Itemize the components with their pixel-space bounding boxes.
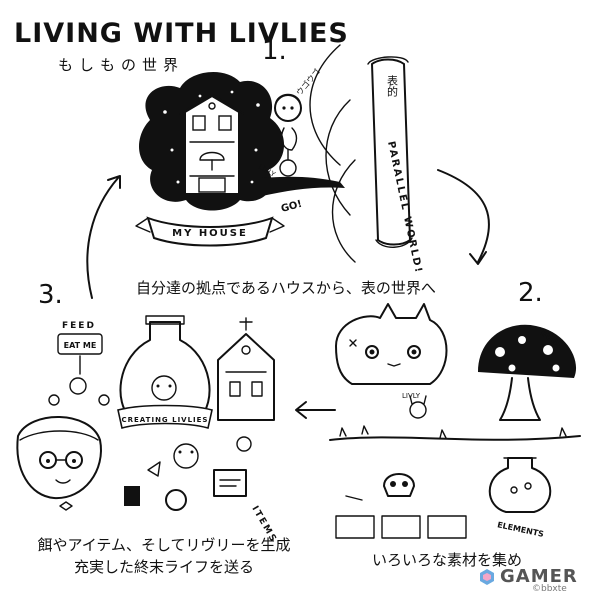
step-3-caption-line-1: 餌やアイテム、そしてリヴリーを生成 [24, 534, 304, 555]
house-icon [180, 94, 244, 194]
step-2-number: 2. [518, 278, 543, 308]
ground-line [330, 436, 580, 440]
step-1-number: 1. [262, 36, 287, 66]
label-elements: ELEMENTS [496, 520, 544, 539]
label-eat-me: EAT ME [64, 341, 97, 350]
label-my-house: MY HOUSE [172, 228, 248, 239]
parallel-world-scroll: 表的 PARALLEL WORLD! [368, 57, 424, 275]
title-sub: もしもの世界 [58, 56, 184, 74]
gamer-logo-icon [478, 568, 496, 586]
label-go: GO! [280, 199, 303, 215]
creating-livlies-flask: CREATING LIVLIES [118, 316, 212, 428]
bone-icon [346, 496, 362, 500]
title-main: LIVING WITH LIVLIES [14, 18, 349, 49]
step-3-number: 3. [38, 280, 63, 310]
step-1-caption: 自分達の拠点であるハウスから、表の世界へ [136, 277, 436, 298]
grass [340, 426, 566, 438]
arrow-1-to-2-head [470, 252, 486, 264]
mushroom [478, 325, 576, 420]
skull-icon [384, 474, 414, 496]
step-3-caption-line-2: 充実した終末ライフを送る [24, 556, 304, 577]
feed-sign: FEED EAT ME [49, 321, 109, 405]
livly-small: LIVLY [402, 392, 426, 418]
label-livly-2: LIVLY [402, 392, 421, 400]
watermark-small: ©bbxte [532, 584, 567, 594]
inventory-slots [336, 516, 466, 538]
person-face [17, 417, 101, 510]
elements-flask: ELEMENTS [490, 458, 551, 539]
house-cloud: MY HOUSE [136, 72, 345, 246]
items-cluster: ITEMS [124, 437, 279, 545]
label-creating-livlies: CREATING LIVLIES [122, 416, 209, 424]
arrow-3-to-1 [87, 178, 118, 298]
arrow-1-to-2 [438, 170, 489, 262]
cat-creature [336, 304, 447, 384]
label-yoe-teki: 表的 [386, 74, 399, 98]
label-feed: FEED [62, 321, 96, 331]
item-shrine [218, 318, 274, 420]
